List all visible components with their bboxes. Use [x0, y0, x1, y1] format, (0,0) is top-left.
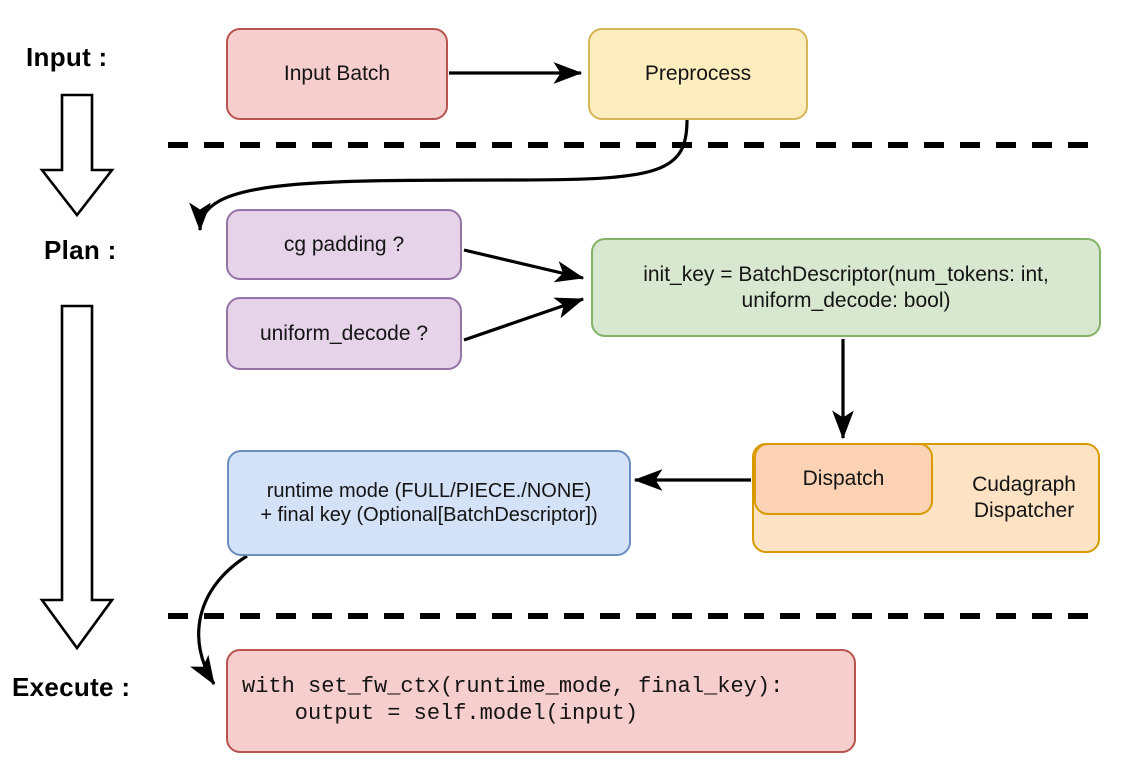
plan-to-execute-flow-arrow	[39, 304, 115, 651]
node-runtime-mode[interactable]: runtime mode (FULL/PIECE./NONE) + final …	[227, 450, 631, 556]
node-execute-code-line1: with set_fw_ctx(runtime_mode, final_key)…	[242, 674, 784, 700]
stage-label-input: Input :	[26, 42, 108, 72]
node-uniform-decode[interactable]: uniform_decode ?	[226, 297, 462, 370]
node-cudagraph-dispatcher-line1: Cudagraph	[972, 473, 1076, 497]
node-dispatch-label: Dispatch	[802, 467, 885, 491]
edge-cg-padding-to-init-key	[463, 248, 585, 283]
node-execute-code-line2: output = self.model(input)	[242, 701, 639, 726]
node-input-batch-label: Input Batch	[283, 62, 391, 86]
edge-uniform-decode-to-init-key	[463, 297, 585, 342]
node-cg-padding-label: cg padding ?	[283, 232, 405, 256]
node-execute-code[interactable]: with set_fw_ctx(runtime_mode, final_key)…	[226, 649, 856, 753]
node-init-key-line1: init_key = BatchDescriptor(num_tokens: i…	[643, 262, 1049, 286]
node-init-key-line2: uniform_decode: bool)	[741, 288, 951, 312]
node-dispatch[interactable]: Dispatch	[754, 443, 933, 515]
node-preprocess-label: Preprocess	[644, 62, 752, 86]
node-cudagraph-dispatcher-line2: Dispatcher	[973, 499, 1075, 522]
node-input-batch[interactable]: Input Batch	[226, 28, 448, 120]
node-runtime-mode-line2: + final key (Optional[BatchDescriptor])	[260, 504, 598, 526]
node-runtime-mode-line1: runtime mode (FULL/PIECE./NONE)	[266, 479, 592, 502]
stage-label-plan: Plan :	[44, 235, 117, 265]
node-uniform-decode-label: uniform_decode ?	[259, 321, 429, 345]
input-to-plan-flow-arrow	[39, 93, 115, 218]
node-preprocess[interactable]: Preprocess	[588, 28, 808, 120]
stage-label-execute: Execute :	[12, 672, 131, 702]
node-init-key[interactable]: init_key = BatchDescriptor(num_tokens: i…	[591, 238, 1101, 337]
node-cg-padding[interactable]: cg padding ?	[226, 209, 462, 280]
